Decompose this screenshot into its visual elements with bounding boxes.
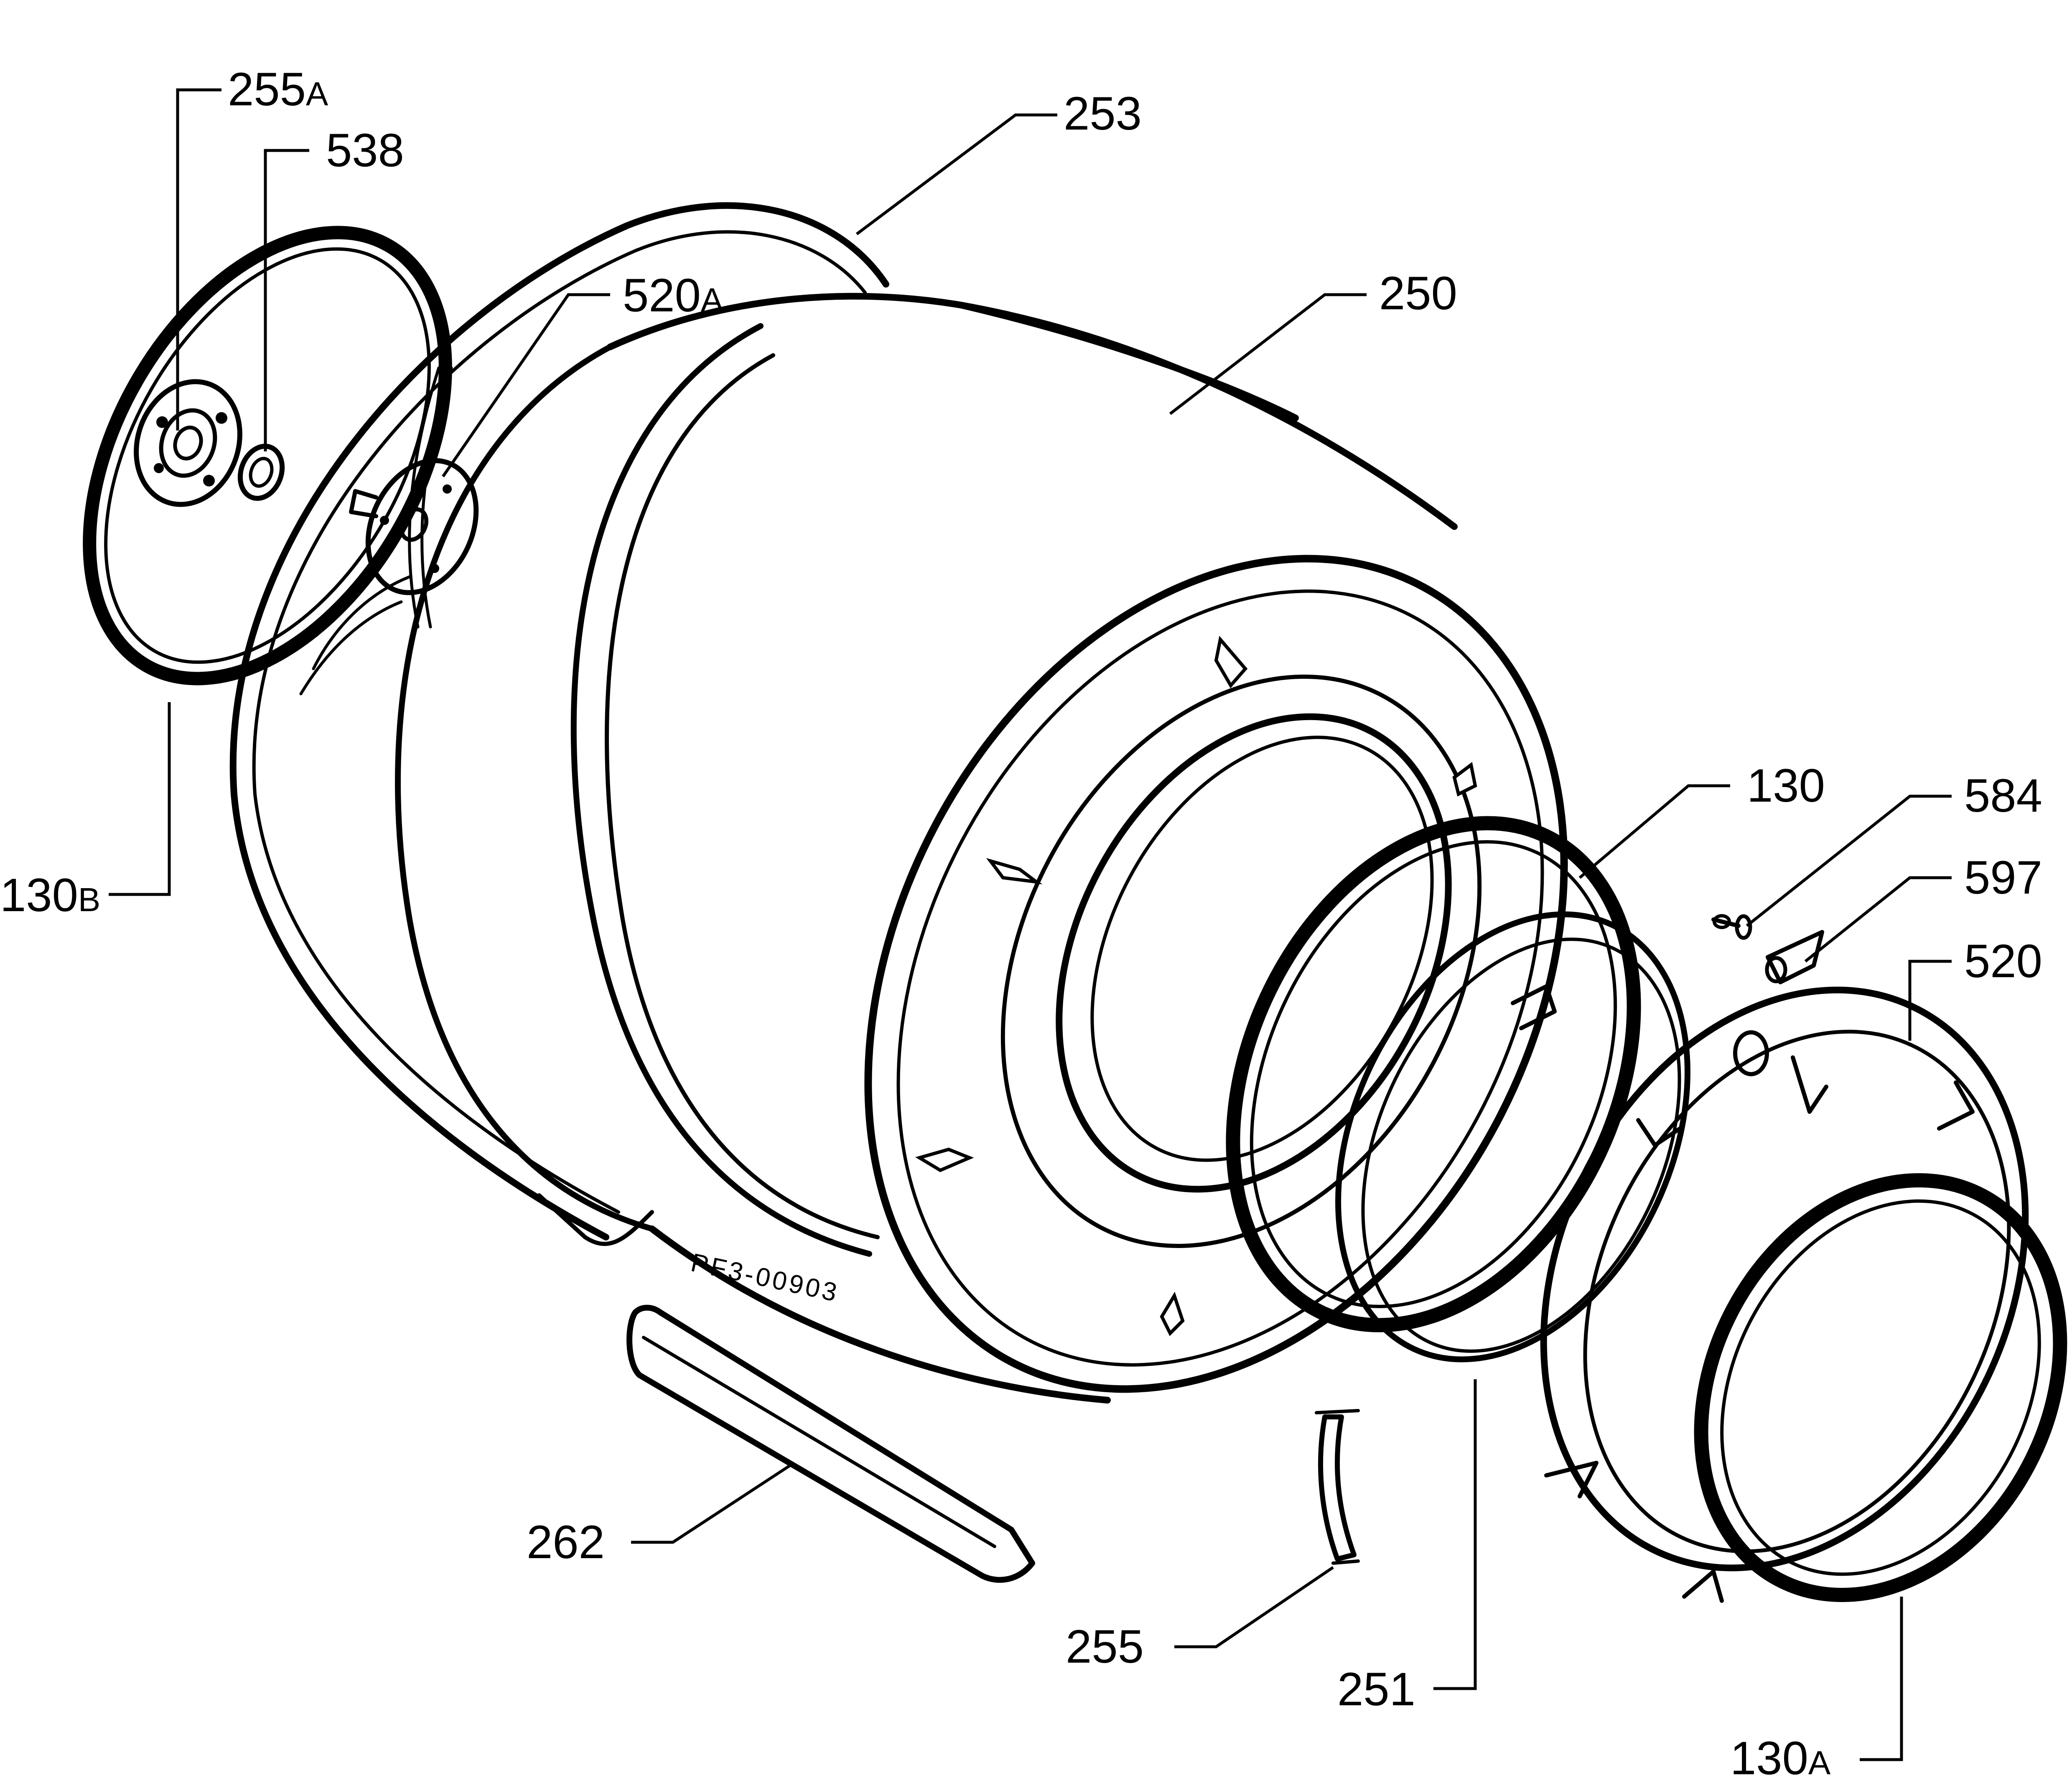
rear-gasket-130b	[83, 226, 452, 685]
label-253: 253	[1064, 87, 1142, 140]
label-251: 251	[1337, 1663, 1415, 1715]
bearing-plate-255a	[134, 379, 242, 507]
washer-538	[237, 443, 285, 501]
callout-labels: 255A 538 253 520A 250 130B 130 584 597 5…	[0, 63, 2042, 1778]
label-130a: 130A	[1730, 1732, 1831, 1778]
label-262: 262	[527, 1516, 605, 1568]
drum-baffle-262	[626, 1304, 1035, 1583]
label-255a: 255A	[228, 63, 328, 115]
front-gasket-130	[1226, 816, 1641, 1332]
front-bearing-support-520	[1540, 986, 2029, 1603]
clamp-strip-255	[1315, 1409, 1360, 1565]
label-584: 584	[1964, 769, 2042, 822]
drum-rear-end-253	[229, 202, 889, 1246]
seal-ring-251	[1335, 911, 1690, 1363]
clip-597	[1765, 930, 1824, 984]
label-250: 250	[1379, 267, 1457, 319]
leader-lines	[109, 88, 1952, 1761]
label-520a: 520A	[623, 269, 723, 321]
label-130b: 130B	[0, 869, 100, 921]
label-255: 255	[1066, 1620, 1144, 1673]
label-538: 538	[326, 124, 404, 176]
drum-shell-250	[395, 293, 1458, 1404]
screw-584	[1711, 914, 1752, 940]
front-gasket-130a	[1694, 1173, 2067, 1602]
label-520: 520	[1964, 935, 2042, 987]
label-597: 597	[1964, 851, 2042, 904]
label-130: 130	[1747, 759, 1825, 812]
